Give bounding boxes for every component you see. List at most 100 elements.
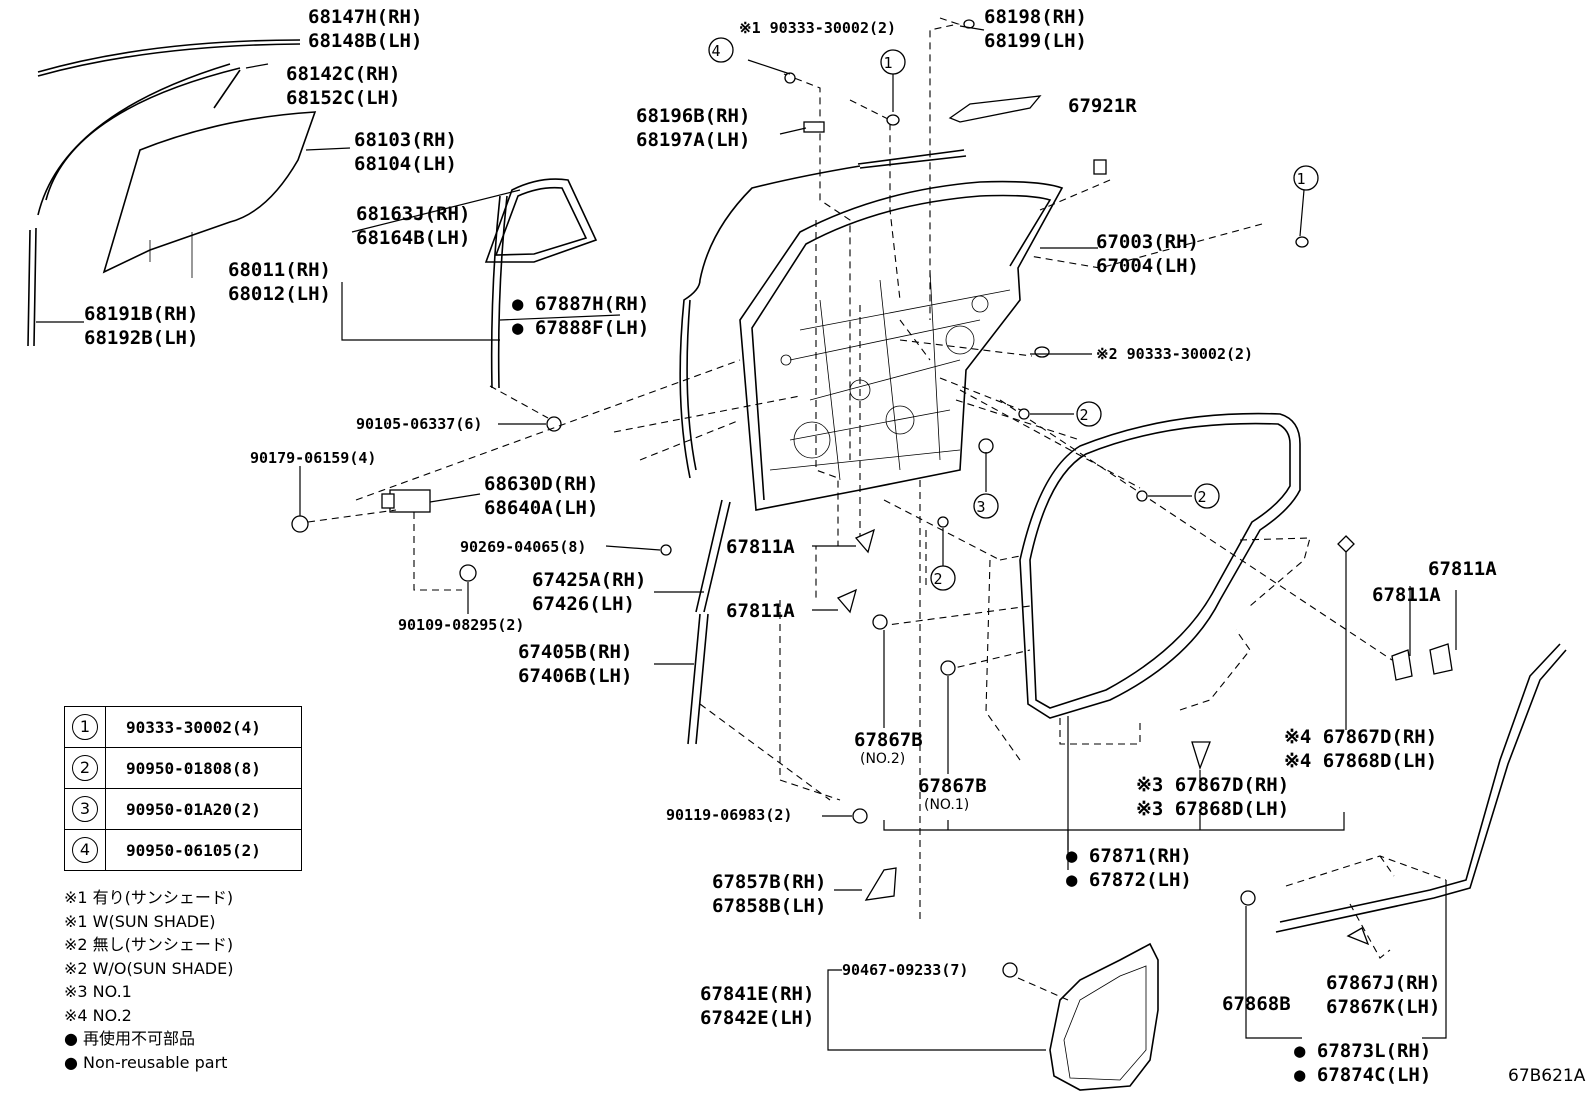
footnote: ※2 無し(サンシェード) (64, 935, 234, 954)
label-67811A-3: 67811A (1428, 558, 1497, 580)
label-67868B: 67868B (1222, 993, 1291, 1015)
label-67867K: 67867K(LH) (1326, 996, 1440, 1018)
legend-row: 2 90950-01808(8) (64, 747, 302, 789)
label-67867D-no2: ※4 67867D(RH) (1284, 726, 1437, 748)
legend-part-number: 90950-06105(2) (105, 829, 302, 871)
label-67811A-2: 67811A (726, 600, 795, 622)
label-67842E: 67842E(LH) (700, 1007, 814, 1029)
callout-circles (708, 37, 1319, 591)
label-67867J: 67867J(RH) (1326, 972, 1440, 994)
label-90333-sun: ※1 90333-30002(2) (739, 19, 896, 37)
label-67921R: 67921R (1068, 95, 1137, 117)
label-68104: 68104(LH) (354, 153, 457, 175)
label-67858B: 67858B(LH) (712, 895, 826, 917)
label-no1: (NO.1) (924, 797, 969, 813)
label-68197A: 68197A(LH) (636, 129, 750, 151)
label-67004: 67004(LH) (1096, 255, 1199, 277)
lower-channel (654, 499, 731, 745)
label-68640A: 68640A(LH) (484, 497, 598, 519)
footnote: ※3 NO.1 (64, 982, 132, 1001)
label-67425A: 67425A(RH) (532, 569, 646, 591)
label-67868D-no2: ※4 67868D(LH) (1284, 750, 1437, 772)
label-68152C: 68152C(LH) (286, 87, 400, 109)
callout-4-text: 4 (711, 42, 720, 60)
assembly-lines (613, 17, 1393, 920)
label-68142C: 68142C(RH) (286, 63, 400, 85)
callout-1-text: 1 (883, 54, 892, 72)
legend-number: 3 (72, 796, 98, 822)
callout-circle-1 (1293, 165, 1319, 191)
label-90333-nosun: ※2 90333-30002(2) (1096, 345, 1253, 363)
label-67867B-no1: 67867B (918, 775, 987, 797)
label-90119: 90119-06983(2) (666, 806, 792, 824)
door-trim-panel (827, 867, 1159, 1091)
label-67405B: 67405B(RH) (518, 641, 632, 663)
footnote: ※1 W(SUN SHADE) (64, 911, 216, 931)
label-68147H: 68147H(RH) (308, 6, 422, 28)
label-67857B: 67857B(RH) (712, 871, 826, 893)
label-67887H: ● 67887H(RH) (512, 293, 649, 315)
label-90467: 90467-09233(7) (842, 961, 968, 979)
label-68148B: 68148B(LH) (308, 30, 422, 52)
door-panel (679, 95, 1263, 511)
label-68163J: 68163J(RH) (356, 203, 470, 225)
footnotes: ※1 有り(サンシェード) ※1 W(SUN SHADE) ※2 無し(サンシェ… (64, 886, 233, 1074)
legend-part-number: 90950-01A20(2) (105, 788, 302, 830)
label-68191B: 68191B(RH) (84, 303, 198, 325)
footnote: ※1 有り(サンシェード) (64, 888, 234, 907)
label-68196B: 68196B(RH) (636, 105, 750, 127)
label-68198: 68198(RH) (984, 6, 1087, 28)
callout-circle-2 (1194, 483, 1220, 509)
label-68164B: 68164B(LH) (356, 227, 470, 249)
label-67888F: ● 67888F(LH) (512, 317, 649, 339)
hinge-parts (291, 359, 741, 614)
label-67003: 67003(RH) (1096, 231, 1199, 253)
label-67867D-no1: ※3 67867D(RH) (1136, 774, 1289, 796)
callout-circle-2 (1076, 401, 1102, 427)
label-90109: 90109-08295(2) (398, 616, 524, 634)
door-weatherstrip (985, 412, 1311, 761)
label-90105: 90105-06337(6) (356, 415, 482, 433)
footnote: ※2 W/O(SUN SHADE) (64, 958, 234, 978)
callout-circle-3 (973, 493, 999, 519)
legend-number: 1 (72, 714, 98, 740)
label-68192B: 68192B(LH) (84, 327, 198, 349)
label-67426: 67426(LH) (532, 593, 635, 615)
label-67871: ● 67871(RH) (1066, 845, 1192, 867)
illustration-code: 67B621A (1508, 1066, 1586, 1086)
legend-part-number: 90950-01808(8) (105, 747, 302, 789)
callout-circle-4 (708, 37, 734, 63)
legend-row: 3 90950-01A20(2) (64, 788, 302, 830)
legend-part-number: 90333-30002(4) (105, 706, 302, 748)
legend-number: 4 (72, 837, 98, 863)
legend-number: 2 (72, 755, 98, 781)
callout-2c-text: 2 (933, 570, 942, 588)
window-glass-parts (27, 39, 621, 432)
footnote: ※4 NO.2 (64, 1005, 132, 1025)
label-no2: (NO.2) (860, 751, 905, 767)
label-90179: 90179-06159(4) (250, 449, 376, 467)
callout-2a-text: 2 (1079, 406, 1088, 424)
label-67874C: ● 67874C(LH) (1294, 1064, 1431, 1086)
callout-1b-text: 1 (1296, 170, 1305, 188)
label-90269: 90269-04065(8) (460, 538, 586, 556)
rocker-molding (1245, 643, 1567, 1039)
label-67867B-no2: 67867B (854, 729, 923, 751)
label-67406B: 67406B(LH) (518, 665, 632, 687)
footnote: ● Non-reusable part (64, 1052, 228, 1072)
legend-table: 1 90333-30002(4) 2 90950-01808(8) 3 9095… (64, 706, 302, 871)
callout-circle-2 (930, 565, 956, 591)
label-68011: 68011(RH) (228, 259, 331, 281)
legend-row: 1 90333-30002(4) (64, 706, 302, 748)
label-67873L: ● 67873L(RH) (1294, 1040, 1431, 1062)
label-67868D-no1: ※3 67868D(LH) (1136, 798, 1289, 820)
label-68630D: 68630D(RH) (484, 473, 598, 495)
part-labels: 68147H(RH) 68148B(LH) 68142C(RH) 68152C(… (84, 6, 1497, 1086)
label-67841E: 67841E(RH) (700, 983, 814, 1005)
label-68199: 68199(LH) (984, 30, 1087, 52)
leader-lines (747, 25, 1457, 891)
callout-3-text: 3 (976, 498, 985, 516)
fasteners (784, 19, 1453, 978)
callout-2b-text: 2 (1197, 488, 1206, 506)
